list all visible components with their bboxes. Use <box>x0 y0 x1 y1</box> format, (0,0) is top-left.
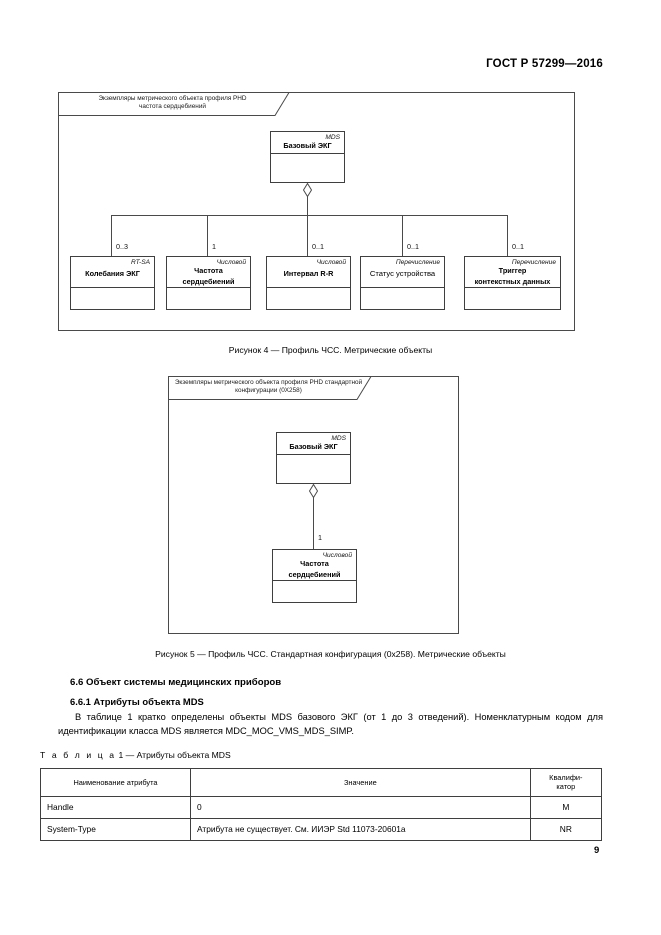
table-col-header-attribute: Наименование атрибута <box>40 768 191 797</box>
figure4-child-2-stereotype: Числовой <box>216 259 246 266</box>
page-header-standard-number: ГОСТ Р 57299—2016 <box>486 58 603 70</box>
figure4-child-4-name: Статус устройства <box>369 269 436 278</box>
figure5-frame-tab: Экземпляры метрического объекта профиля … <box>168 376 372 400</box>
figure4-child-5-name-line1: Триггер <box>498 266 527 275</box>
figure4-child-4-stereotype: Перечисление <box>395 259 440 266</box>
figure4-child-box-2: Числовой Частота сердцебиений <box>166 256 251 310</box>
figure4-child-1-stereotype: RT-SA <box>130 259 150 266</box>
figure4-drop-1 <box>111 215 112 256</box>
figure4-child-box-5: Перечисление Триггер контекстных данных <box>464 256 561 310</box>
figure4-bus <box>111 215 507 216</box>
figure4-root-stem <box>307 196 308 215</box>
figure4-drop-3 <box>307 215 308 256</box>
figure5-tab-outline <box>168 376 372 400</box>
figure4-child-1-divider <box>71 287 154 288</box>
table-row: Handle 0 M <box>40 795 603 819</box>
figure4-child-box-4: Перечисление Статус устройства <box>360 256 445 310</box>
figure4-multiplicity-5: 0..1 <box>512 242 524 251</box>
figure4-child-5-stereotype: Перечисление <box>511 259 556 266</box>
section-heading-6-6: 6.6 Объект системы медицинских приборов <box>70 677 282 688</box>
figure5-child-name-line1: Частота <box>300 559 329 568</box>
figure5-connector <box>313 497 314 549</box>
figure4-root-name: Базовый ЭКГ <box>283 141 332 150</box>
figure5-root-class-box: MDS Базовый ЭКГ <box>276 432 351 484</box>
figure5-root-divider <box>277 454 350 455</box>
figure4-drop-5 <box>507 215 508 256</box>
table-title-label: Т а б л и ц а <box>40 750 117 760</box>
figure4-root-stereotype: MDS <box>325 134 340 141</box>
figure4-aggregation-diamond <box>303 183 312 197</box>
table-header-row: Наименование атрибута Значение Квалифи- … <box>40 768 603 797</box>
figure5-child-divider <box>273 580 356 581</box>
figure5-caption: Рисунок 5 — Профиль ЧСС. Стандартная кон… <box>155 649 506 659</box>
figure4-child-4-divider <box>361 287 444 288</box>
table-col-header-qualifier-line1: Квалифи- <box>549 773 583 782</box>
figure4-drop-2 <box>207 215 208 256</box>
figure4-child-5-name-line2: контекстных данных <box>474 276 551 286</box>
figure5-frame-label: Экземпляры метрического объекта профиля … <box>174 379 363 395</box>
figure5-multiplicity: 1 <box>318 533 322 542</box>
figure4-child-2-divider <box>167 287 250 288</box>
figure5-root-stereotype: MDS <box>331 435 346 442</box>
table-cell-qualifier: M <box>529 795 603 819</box>
table-col-header-qualifier: Квалифи- катор <box>529 768 603 797</box>
figure4-child-2-name-line2: сердцебиений <box>182 276 235 286</box>
figure4-child-3-divider <box>267 287 350 288</box>
figure4-child-1-name: Колебания ЭКГ <box>85 269 140 278</box>
figure4-child-box-1: RT-SA Колебания ЭКГ <box>70 256 155 310</box>
figure5-root-name: Базовый ЭКГ <box>289 442 338 451</box>
table-row: System-Type Атрибута не существует. См. … <box>40 817 603 841</box>
figure5-child-stereotype: Числовой <box>322 552 352 559</box>
figure4-drop-4 <box>402 215 403 256</box>
table-cell-attribute: System-Type <box>40 817 191 841</box>
figure5-child-name-line2: сердцебиений <box>288 569 341 579</box>
mds-attributes-table: Наименование атрибута Значение Квалифи- … <box>40 768 603 841</box>
section-paragraph: В таблице 1 кратко определены объекты MD… <box>58 711 603 738</box>
figure4-child-2-name-line1: Частота <box>194 266 223 275</box>
page-number: 9 <box>594 845 600 856</box>
paragraph-text: В таблице 1 кратко определены объекты MD… <box>58 712 603 736</box>
figure4-caption: Рисунок 4 — Профиль ЧСС. Метрические объ… <box>228 345 433 355</box>
figure4-multiplicity-2: 1 <box>212 242 216 251</box>
table-col-header-qualifier-line2: катор <box>556 782 576 792</box>
figure4-root-class-box: MDS Базовый ЭКГ <box>270 131 345 183</box>
figure4-multiplicity-4: 0..1 <box>407 242 419 251</box>
table-cell-value: 0 <box>189 795 531 819</box>
figure5-child-box: Числовой Частота сердцебиений <box>272 549 357 603</box>
table-col-header-value: Значение <box>189 768 531 797</box>
figure4-child-3-stereotype: Числовой <box>316 259 346 266</box>
figure4-child-3-name: Интервал R-R <box>283 269 334 278</box>
section-heading-6-6-1: 6.6.1 Атрибуты объекта MDS <box>70 696 204 707</box>
table-title-rest: 1 — Атрибуты объекта MDS <box>116 750 231 760</box>
table-cell-qualifier: NR <box>529 817 603 841</box>
figure5-aggregation-diamond <box>309 484 318 498</box>
figure4-frame-label: Экземпляры метрического объекта профиля … <box>98 95 247 111</box>
table-title: Т а б л и ц а 1 — Атрибуты объекта MDS <box>40 750 231 760</box>
figure4-multiplicity-3: 0..1 <box>312 242 324 251</box>
table-cell-attribute: Handle <box>40 795 191 819</box>
figure4-root-divider <box>271 153 344 154</box>
figure4-tab-outline <box>58 92 290 116</box>
figure4-child-box-3: Числовой Интервал R-R <box>266 256 351 310</box>
figure4-child-5-divider <box>465 287 560 288</box>
figure4-frame-tab: Экземпляры метрического объекта профиля … <box>58 92 290 116</box>
table-cell-value: Атрибута не существует. См. ИИЭР Std 110… <box>189 817 531 841</box>
figure4-multiplicity-1: 0..3 <box>116 242 128 251</box>
